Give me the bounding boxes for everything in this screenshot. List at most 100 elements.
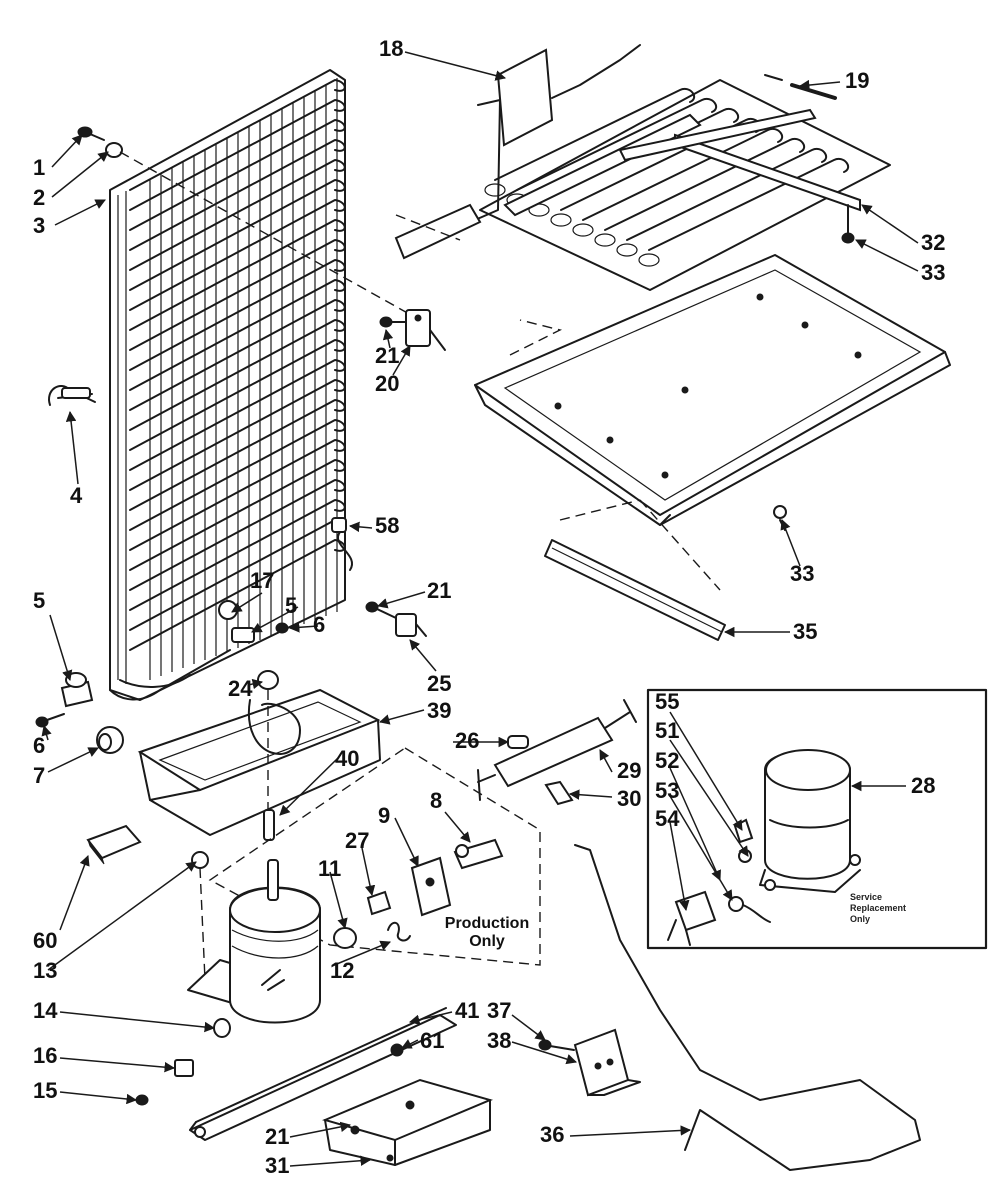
leader-arrow: [289, 1155, 372, 1167]
base-rail-41: [189, 1007, 457, 1141]
leader-arrow: [54, 199, 106, 226]
production-box: [208, 747, 541, 966]
label-21-upper: 21: [375, 343, 400, 368]
label-7: 7: [33, 763, 46, 788]
coil-tube: [129, 199, 346, 311]
coil-tube: [129, 159, 346, 271]
coil-tube: [129, 279, 346, 391]
coil-tube: [129, 459, 346, 571]
leader-arrow: [669, 711, 743, 831]
leader-arrow: [59, 855, 90, 931]
leader-arrow: [288, 622, 319, 633]
coil-tube: [129, 139, 346, 251]
production-note-line-2: Only: [469, 933, 505, 951]
leader-arrow: [247, 678, 264, 690]
leader-arrow: [569, 1125, 692, 1137]
leader-arrow: [231, 592, 263, 613]
leader-arrow: [348, 521, 373, 533]
leader-arrow: [382, 328, 394, 349]
leader-arrow: [59, 1091, 138, 1105]
leader-arrow: [376, 591, 426, 609]
leader-arrow: [780, 519, 801, 567]
label-26: 26: [455, 728, 480, 753]
label-51: 51: [655, 718, 680, 743]
label-21-middle: 21: [427, 578, 452, 603]
shelf-tray: [474, 254, 951, 526]
label-14: 14: [33, 998, 58, 1023]
leader-arrow: [51, 151, 109, 198]
coil-tube: [129, 99, 346, 211]
coil-tube: [129, 439, 346, 551]
service-note-line-3: Only: [850, 913, 871, 924]
label-33-lower: 33: [790, 561, 815, 586]
label-24: 24: [228, 676, 253, 701]
label-30: 30: [617, 786, 642, 811]
bracket-20-icon: [405, 309, 446, 351]
compressor: [187, 859, 321, 1024]
leader-arrow: [47, 861, 197, 971]
coil-tube: [129, 259, 346, 371]
label-8: 8: [430, 788, 443, 813]
leader-arrow: [394, 817, 419, 867]
evaporator-bend: [572, 223, 594, 237]
service-note-line-1: Service: [850, 892, 883, 902]
leader-arrow: [251, 606, 299, 633]
washer-2-icon: [105, 142, 123, 158]
relay-9-icon: [410, 856, 452, 917]
leader-arrow: [404, 51, 507, 81]
coil-tube: [129, 479, 346, 591]
leader-arrow: [51, 134, 83, 168]
coil-tube: [129, 299, 346, 411]
screw-1-icon: [77, 126, 105, 141]
coil-tube: [129, 319, 346, 431]
label-54: 54: [655, 806, 680, 831]
rod-19-icon: [764, 74, 837, 100]
label-53: 53: [655, 778, 680, 803]
condenser-coil: [109, 69, 346, 701]
evaporator-bend: [550, 213, 572, 227]
screw-33-upper-icon: [841, 204, 855, 244]
leader-lines: [41, 51, 919, 1167]
screw-21-middle-icon: [365, 601, 397, 619]
evaporator-coil: [479, 79, 891, 291]
coil-tube: [129, 419, 346, 531]
leader-arrow: [511, 1014, 546, 1041]
leader-arrow: [409, 639, 437, 672]
part-53-icon: [728, 896, 771, 923]
label-18: 18: [379, 36, 404, 61]
leader-arrow: [65, 410, 79, 485]
clip-12-icon: [387, 921, 411, 942]
label-58: 58: [375, 513, 400, 538]
service-inset-box: [646, 688, 988, 950]
label-40: 40: [335, 746, 360, 771]
evaporator-tube: [648, 157, 850, 251]
label-1: 1: [33, 155, 46, 180]
leader-arrow: [669, 767, 721, 881]
leader-arrow: [279, 757, 339, 816]
label-25: 25: [427, 671, 452, 696]
coil-tube: [129, 79, 346, 191]
evaporator-tube: [604, 137, 806, 231]
label-6: 6: [313, 612, 326, 637]
rail-35: [544, 499, 726, 641]
coil-tube: [129, 379, 346, 491]
leader-arrow: [861, 204, 919, 244]
service-replacement-note: Service Replacement Only: [850, 892, 930, 924]
part-27-icon: [366, 890, 392, 916]
grommet-13-icon: [191, 851, 209, 981]
wire-58-icon: [331, 517, 353, 571]
leader-arrow: [41, 724, 52, 741]
label-29: 29: [617, 758, 642, 783]
screw-15-icon: [135, 1094, 149, 1106]
label-27: 27: [345, 828, 370, 853]
label-17: 17: [250, 568, 275, 593]
label-37: 37: [487, 998, 512, 1023]
leader-arrow: [329, 871, 348, 930]
dryer-29: [477, 699, 637, 801]
coil-tube: [129, 239, 346, 351]
label-11: 11: [318, 856, 342, 881]
label-3: 3: [33, 213, 46, 238]
screw-6-left-icon: [35, 713, 65, 728]
leader-arrow: [331, 940, 391, 967]
